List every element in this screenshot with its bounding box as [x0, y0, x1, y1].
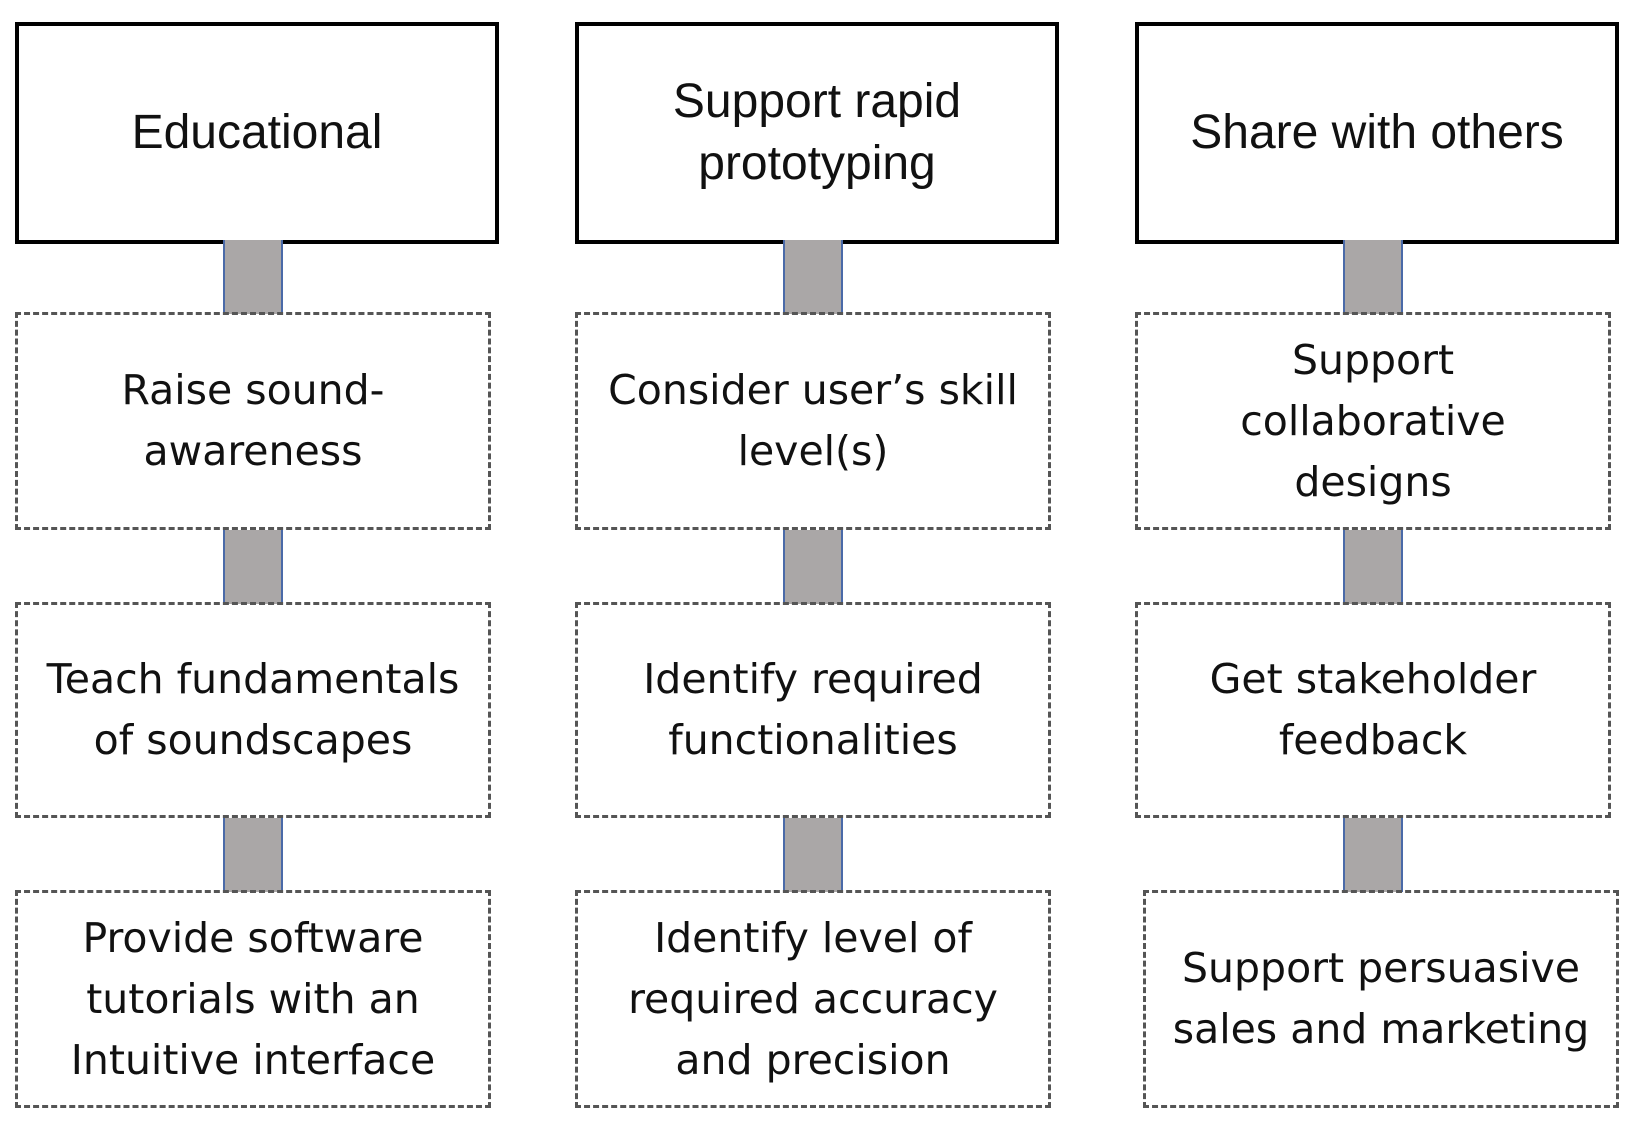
- column-educational: Educational Raise sound- awareness Teach…: [15, 0, 499, 1130]
- sub-goal-label: Identify level of required accuracy and …: [628, 913, 998, 1084]
- connector: [783, 530, 843, 604]
- connector: [223, 818, 283, 892]
- sub-goal-box: Support collaborative designs: [1135, 312, 1611, 530]
- connector: [1343, 530, 1403, 604]
- sub-goal-label: Consider user’s skill level(s): [608, 366, 1018, 475]
- connector: [223, 240, 283, 314]
- sub-goal-box: Raise sound- awareness: [15, 312, 491, 530]
- sub-goal-label: Teach fundamentals of soundscapes: [46, 655, 460, 764]
- column-rapid-prototyping: Support rapid prototyping Consider user’…: [575, 0, 1059, 1130]
- sub-goal-label: Raise sound- awareness: [121, 366, 385, 475]
- heading-label: Educational: [131, 106, 383, 159]
- heading-label: Support rapid prototyping: [672, 75, 962, 190]
- heading-label: Share with others: [1190, 106, 1564, 159]
- sub-goal-box: Consider user’s skill level(s): [575, 312, 1051, 530]
- connector: [1343, 240, 1403, 314]
- connector: [783, 818, 843, 892]
- sub-goal-box: Support persuasive sales and marketing: [1143, 890, 1619, 1108]
- sub-goal-label: Provide software tutorials with an Intui…: [70, 913, 436, 1084]
- sub-goal-box: Teach fundamentals of soundscapes: [15, 602, 491, 818]
- connector: [223, 530, 283, 604]
- sub-goal-label: Support persuasive sales and marketing: [1172, 944, 1590, 1053]
- sub-goal-label: Get stakeholder feedback: [1209, 655, 1537, 764]
- heading-box-share-with-others: Share with others: [1135, 22, 1619, 244]
- sub-goal-box: Provide software tutorials with an Intui…: [15, 890, 491, 1108]
- connector: [783, 240, 843, 314]
- heading-box-rapid-prototyping: Support rapid prototyping: [575, 22, 1059, 244]
- sub-goal-box: Get stakeholder feedback: [1135, 602, 1611, 818]
- heading-box-educational: Educational: [15, 22, 499, 244]
- sub-goal-label: Identify required functionalities: [643, 655, 983, 764]
- connector: [1343, 818, 1403, 892]
- sub-goal-box: Identify level of required accuracy and …: [575, 890, 1051, 1108]
- column-share-with-others: Share with others Support collaborative …: [1135, 0, 1619, 1130]
- sub-goal-label: Support collaborative designs: [1240, 335, 1506, 506]
- sub-goal-box: Identify required functionalities: [575, 602, 1051, 818]
